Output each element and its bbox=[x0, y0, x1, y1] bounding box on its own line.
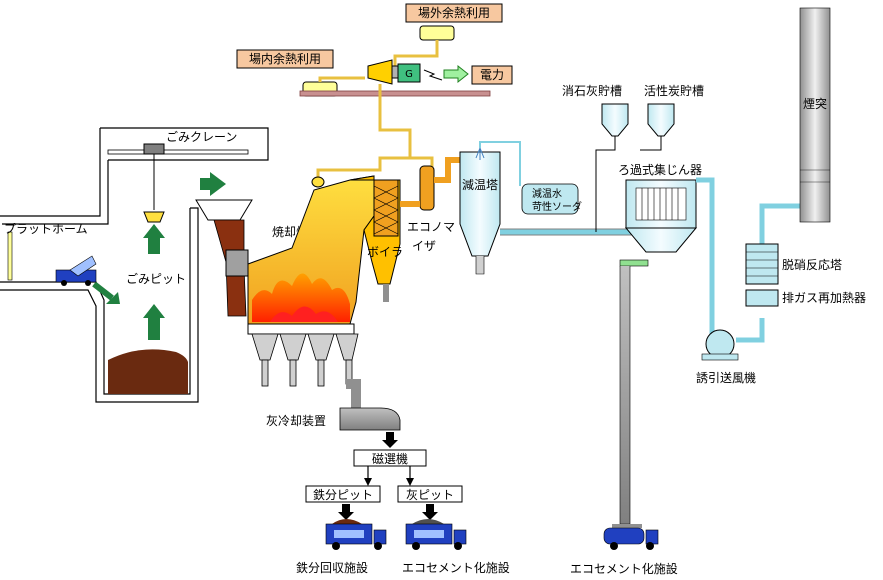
grate bbox=[247, 323, 355, 335]
fire-inner bbox=[270, 306, 338, 322]
ash-chute bbox=[346, 379, 361, 410]
ash-cooler-label: 灰冷却装置 bbox=[266, 414, 326, 428]
platform-label: プラットホーム bbox=[4, 222, 88, 236]
pit-arrow-up-2 bbox=[143, 224, 165, 254]
fire bbox=[252, 273, 350, 322]
tower-dust-out bbox=[475, 256, 485, 275]
flue-duct-4 bbox=[736, 318, 765, 343]
collection-truck-icon bbox=[55, 255, 97, 286]
water-spray-icon bbox=[475, 147, 485, 160]
pit-label: ごみピット bbox=[126, 271, 186, 286]
bag-filter bbox=[619, 179, 698, 267]
waste-pile bbox=[108, 349, 188, 394]
svg-text:鉄分ピット: 鉄分ピット bbox=[313, 487, 373, 502]
economizer-label-1: エコノマ bbox=[407, 220, 455, 234]
ecocement-label-1: エコセメント化施設 bbox=[402, 560, 510, 575]
iron-down-arrow bbox=[338, 504, 354, 520]
turbine-floor bbox=[299, 90, 491, 97]
svg-text:減温水: 減温水 bbox=[532, 187, 562, 200]
fly-ash-truck-icon bbox=[603, 524, 659, 550]
duct-outline bbox=[500, 228, 632, 236]
fly-ash-conveyor bbox=[619, 266, 631, 525]
chimney-label: 煙突 bbox=[803, 96, 827, 111]
svg-text:場内余熱利用: 場内余熱利用 bbox=[249, 51, 321, 66]
fan-label: 誘引送風機 bbox=[696, 370, 756, 385]
onsite-heat-label: 場内余熱利用 bbox=[236, 49, 334, 69]
iron-truck-icon bbox=[325, 519, 387, 550]
economizer-label-2: イザ bbox=[412, 239, 436, 253]
feed-arrow bbox=[188, 172, 226, 196]
economizer bbox=[400, 165, 435, 211]
crane-label: ごみクレーン bbox=[166, 129, 237, 144]
flue-duct-1 bbox=[434, 157, 462, 183]
ecocement-label-2: エコセメント化施設 bbox=[570, 561, 678, 576]
iron-recovery-label: 鉄分回収施設 bbox=[296, 560, 368, 575]
denox-reactor bbox=[745, 243, 779, 285]
crane-rail bbox=[107, 143, 249, 210]
steam-line-onsite bbox=[318, 76, 365, 82]
dump-arrow bbox=[92, 281, 114, 301]
ash-pit: 灰ピット bbox=[397, 485, 463, 503]
slaked-lime-silo bbox=[601, 103, 629, 137]
magnetic-separator: 磁選機 bbox=[353, 449, 427, 467]
hopper bbox=[195, 199, 253, 221]
induced-draft-fan bbox=[701, 329, 739, 361]
reheater-label: 排ガス再加熱器 bbox=[782, 291, 866, 305]
reagent-line bbox=[595, 136, 662, 232]
cooling-water-tank: 減温水 苛性ソーダ bbox=[521, 183, 582, 215]
svg-text:場外余熱利用: 場外余熱利用 bbox=[418, 5, 490, 20]
denox-label: 脱硝反応塔 bbox=[782, 257, 842, 272]
flue-duct-3 bbox=[696, 177, 732, 343]
steam-drum-line bbox=[316, 156, 410, 180]
offsite-heat-box bbox=[419, 25, 455, 41]
superheater bbox=[373, 179, 399, 237]
cooling-tower bbox=[459, 151, 501, 257]
dump-arrow-head bbox=[106, 292, 120, 304]
boiler-label: ボイラ bbox=[367, 245, 403, 259]
slaked-lime-label: 消石灰貯槽 bbox=[562, 84, 622, 98]
svg-text:電力: 電力 bbox=[480, 68, 504, 82]
ash-hoppers bbox=[251, 333, 359, 387]
flue-duct-5 bbox=[759, 203, 800, 244]
feeder bbox=[225, 249, 249, 277]
steam-line-main bbox=[378, 84, 434, 170]
split-arrow-head-2 bbox=[406, 478, 414, 486]
power-label: 電力 bbox=[471, 65, 513, 85]
reheater bbox=[745, 289, 779, 307]
svg-text:磁選機: 磁選機 bbox=[372, 451, 408, 466]
pit-arrow-up-1 bbox=[143, 304, 165, 340]
split-arrows bbox=[367, 466, 411, 480]
offsite-heat-label: 場外余熱利用 bbox=[405, 3, 503, 23]
activated-carbon-label: 活性炭貯槽 bbox=[644, 84, 704, 98]
ash-truck-icon bbox=[405, 519, 467, 550]
cooling-water-line bbox=[479, 141, 521, 186]
steam-line-offsite bbox=[393, 40, 439, 68]
generator-icon: G bbox=[397, 63, 421, 83]
ash-down-arrow-2 bbox=[422, 504, 438, 520]
power-arrow-icon bbox=[443, 64, 469, 84]
ash-down-arrow bbox=[382, 432, 398, 448]
ash-cooler bbox=[339, 407, 401, 431]
lightning-icon bbox=[423, 69, 443, 81]
activated-carbon-silo bbox=[647, 103, 675, 137]
svg-text:苛性ソーダ: 苛性ソーダ bbox=[532, 200, 582, 213]
chimney bbox=[799, 7, 831, 223]
svg-text:G: G bbox=[405, 69, 413, 80]
svg-text:灰ピット: 灰ピット bbox=[406, 488, 454, 502]
crane-grab-icon bbox=[143, 211, 165, 223]
bag-filter-label: ろ過式集じん器 bbox=[618, 162, 702, 177]
cooling-tower-label: 減温塔 bbox=[462, 177, 498, 192]
iron-pit: 鉄分ピット bbox=[305, 485, 381, 503]
steam-drum bbox=[311, 176, 325, 188]
split-arrow-head-1 bbox=[364, 478, 372, 486]
